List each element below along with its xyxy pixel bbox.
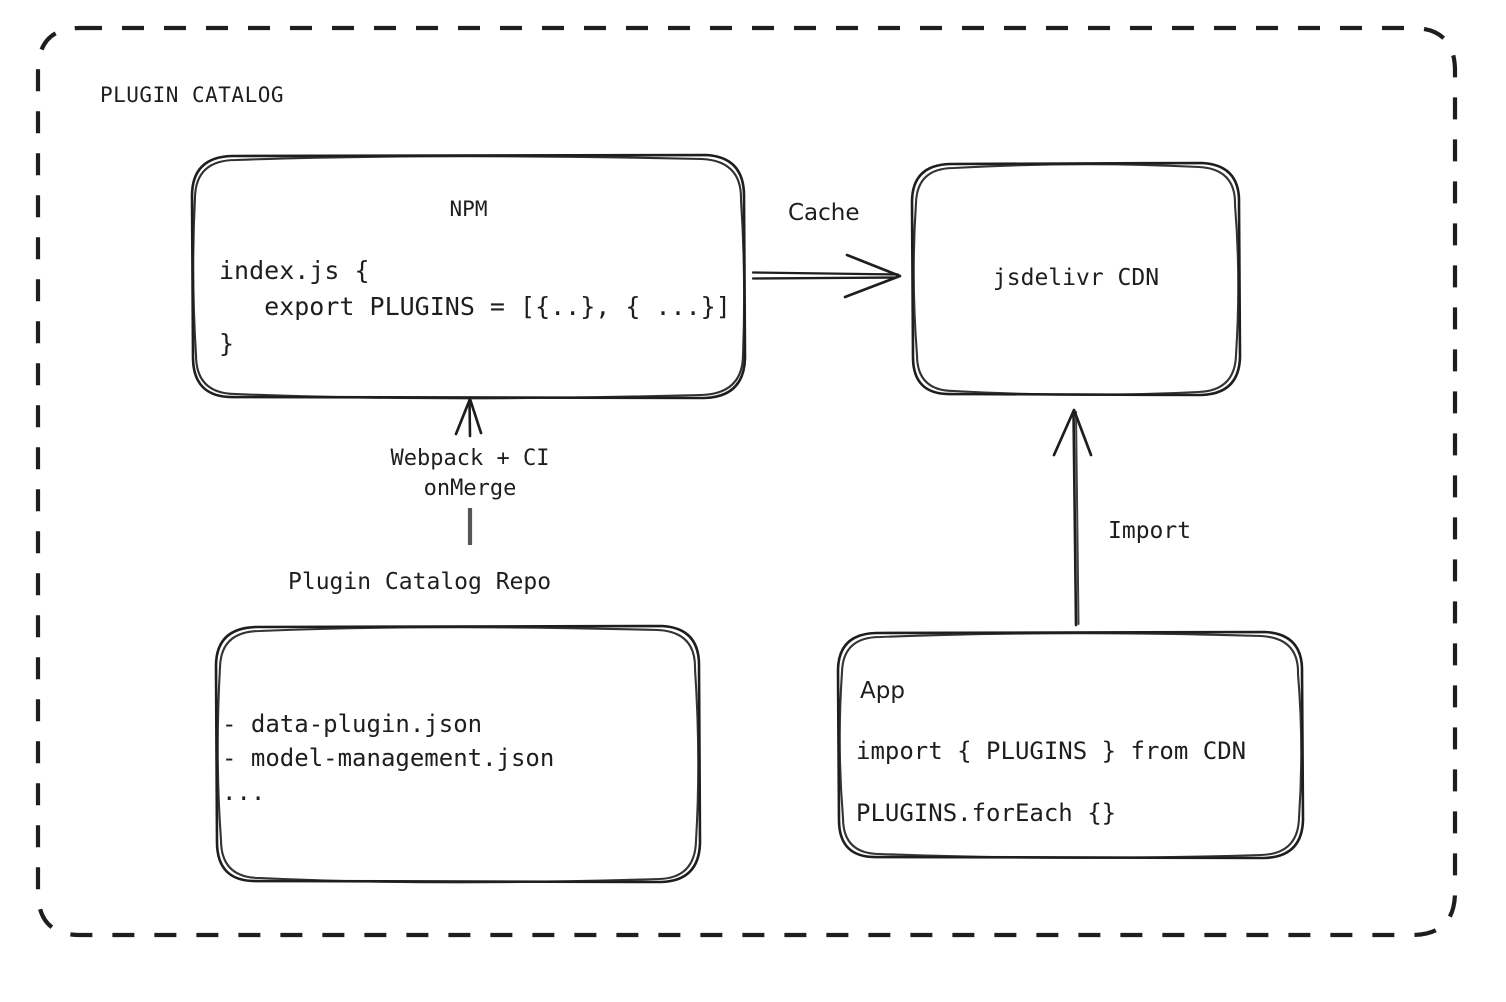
plugin-catalog-group-title: PLUGIN CATALOG: [100, 83, 285, 107]
app-node-import-line: import { PLUGINS } from CDN: [856, 737, 1247, 765]
npm-node-title: NPM: [449, 197, 488, 221]
edge-import-arrow: [1052, 408, 1093, 627]
repo-node-file-list: - data-plugin.json - model-management.js…: [222, 710, 555, 807]
app-node-title: App: [860, 678, 905, 704]
edge-cache-arrow: [751, 253, 902, 299]
npm-node-code: index.js { export PLUGINS = [{..}, { ...…: [219, 256, 731, 358]
app-node-foreach-line: PLUGINS.forEach {}: [856, 799, 1117, 827]
edge-label-cache: Cache: [788, 200, 860, 226]
edge-label-import: Import: [1108, 518, 1192, 544]
edge-label-build: Webpack + CI onMerge: [390, 446, 550, 502]
cdn-node-title: jsdelivr CDN: [992, 265, 1160, 291]
repo-node-label: Plugin Catalog Repo: [288, 569, 552, 595]
